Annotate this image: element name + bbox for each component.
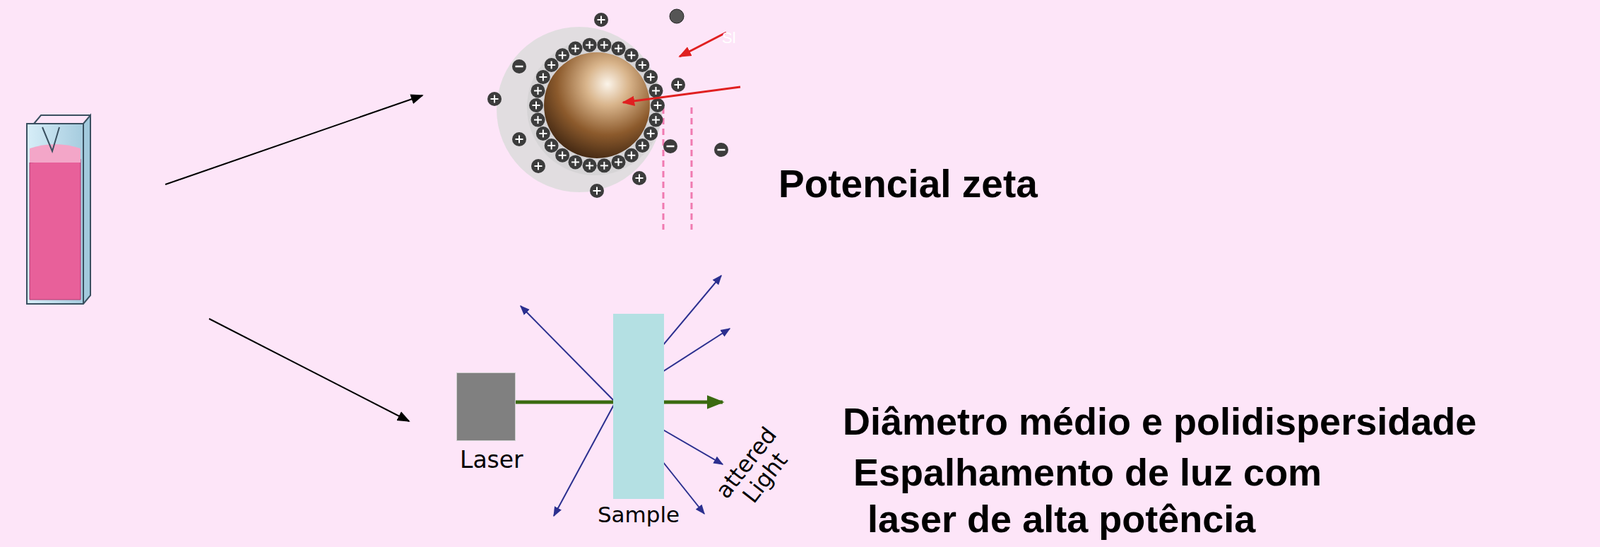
cut-off-label: Sl bbox=[721, 29, 737, 46]
heading-label: Diâmetro médio e polidispersidade bbox=[842, 401, 1477, 442]
heading-label: Potencial zeta bbox=[778, 163, 1038, 205]
charged-particle bbox=[487, 9, 741, 230]
node-label: Laser bbox=[459, 445, 524, 474]
sample-cell: Sample bbox=[613, 313, 665, 499]
positive-ion bbox=[487, 91, 502, 106]
cuvette bbox=[26, 115, 91, 304]
positive-ion bbox=[624, 48, 639, 63]
node-label: Sample bbox=[597, 501, 680, 527]
positive-ion bbox=[582, 38, 597, 53]
positive-ion bbox=[635, 138, 650, 153]
positive-ion bbox=[671, 77, 686, 92]
positive-ion bbox=[530, 83, 545, 98]
positive-ion bbox=[589, 183, 604, 198]
positive-ion bbox=[544, 138, 559, 153]
pointer-arrow bbox=[209, 318, 410, 422]
positive-ion bbox=[568, 154, 583, 169]
positive-ion bbox=[512, 132, 527, 147]
heading-label: Espalhamento de luz com bbox=[853, 452, 1322, 493]
positive-ion bbox=[596, 38, 612, 53]
negative-ion bbox=[512, 59, 527, 74]
positive-ion bbox=[568, 41, 583, 56]
positive-ion bbox=[649, 83, 664, 98]
negative-ion bbox=[714, 142, 729, 157]
positive-ion bbox=[529, 98, 544, 113]
pointer-arrow bbox=[165, 95, 423, 185]
positive-ion bbox=[611, 41, 626, 56]
positive-ion bbox=[555, 48, 570, 63]
negative-ion bbox=[663, 139, 678, 154]
positive-ion bbox=[643, 126, 658, 141]
heading-label: laser de alta potência bbox=[867, 498, 1256, 539]
positive-ion bbox=[531, 158, 546, 174]
positive-ion bbox=[536, 69, 551, 85]
positive-ion bbox=[624, 148, 639, 163]
positive-ion bbox=[555, 148, 570, 163]
light-scattering-setup bbox=[508, 275, 730, 516]
positive-ion bbox=[544, 57, 559, 73]
positive-ion bbox=[650, 98, 665, 113]
positive-ion bbox=[635, 57, 650, 73]
laser-source: Laser bbox=[456, 372, 516, 441]
axis-label: attered Light bbox=[711, 422, 802, 519]
positive-ion bbox=[632, 170, 647, 186]
positive-ion bbox=[582, 158, 597, 173]
positive-ion bbox=[596, 158, 612, 173]
positive-ion bbox=[611, 154, 626, 169]
positive-ion bbox=[649, 113, 664, 128]
positive-ion bbox=[643, 69, 658, 85]
positive-ion bbox=[530, 113, 545, 128]
positive-ion bbox=[536, 126, 551, 141]
positive-ion bbox=[594, 12, 609, 27]
